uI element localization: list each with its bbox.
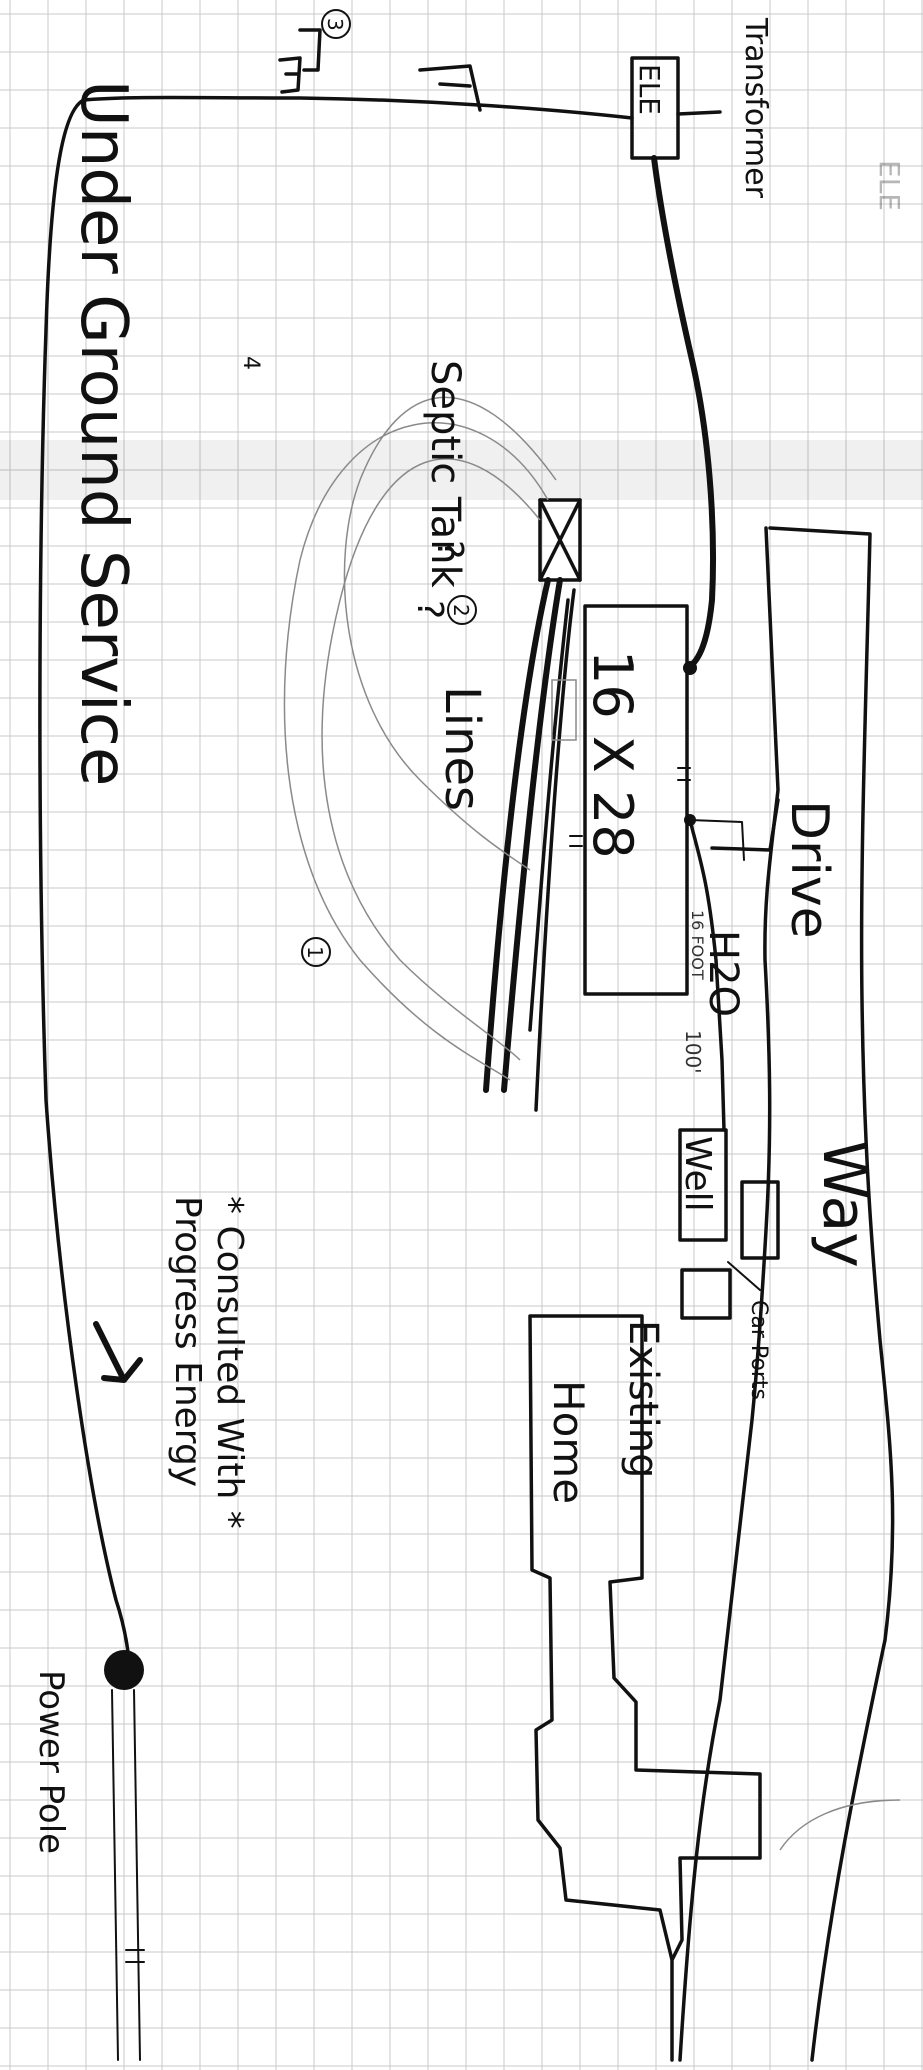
h2o-label: H2O xyxy=(700,930,746,1017)
circle-marker-1 xyxy=(301,937,331,967)
underground-service-line xyxy=(38,95,634,1682)
pencil-option-curve-3 xyxy=(343,396,557,871)
building-label: 16 X 28 xyxy=(581,650,644,859)
well-label: Well xyxy=(677,1136,718,1212)
distance-note: 100' xyxy=(681,1030,705,1074)
septic-mark-1: ? xyxy=(429,540,470,559)
existing-home-outline xyxy=(528,1314,762,2062)
pencil-option-curve-1 xyxy=(321,458,541,1061)
way-label: Way xyxy=(809,1140,879,1268)
water-line-branch xyxy=(689,819,745,861)
ele-label: ELE xyxy=(633,64,666,115)
drain-line-1 xyxy=(501,577,563,1093)
building-outline xyxy=(583,604,689,996)
drain-line-3 xyxy=(534,588,576,1112)
consulted-note-line2: Progress Energy xyxy=(167,1196,208,1487)
car-ports-label: Car Ports xyxy=(746,1300,771,1400)
circle-marker-2 xyxy=(447,595,477,625)
distribution-box xyxy=(551,679,577,741)
circle-3-label: 3 xyxy=(323,18,347,31)
pencil-option-curve-2 xyxy=(283,422,549,1081)
lines-label: Lines xyxy=(434,686,490,811)
number-4-label: 4 xyxy=(238,356,263,370)
septic-tank-x xyxy=(538,498,582,582)
corner-note: ELE xyxy=(873,160,906,211)
circle-marker-3 xyxy=(321,9,351,39)
water-connection-dot xyxy=(684,814,696,826)
septic-mark-2: ? xyxy=(409,600,450,619)
scan-shadow-band xyxy=(0,440,923,500)
driveway-outline xyxy=(768,526,895,2062)
driveway-branch xyxy=(710,798,780,852)
drain-line-2 xyxy=(483,577,551,1093)
circle-2-label: 2 xyxy=(449,604,473,617)
underground-service-label: Under Ground Service xyxy=(66,80,140,786)
water-line xyxy=(688,818,726,1132)
transformer-label: Transformer xyxy=(738,17,773,199)
circle-1-label: 1 xyxy=(303,946,327,959)
car-ports-pointer xyxy=(727,1261,761,1291)
power-pole-dot xyxy=(104,1650,144,1690)
driveway-inner-edge xyxy=(678,526,780,2062)
transformer-tick xyxy=(676,110,722,116)
meter-scribbles xyxy=(278,28,482,112)
drain-line-4 xyxy=(528,598,570,1032)
service-arrow-icon xyxy=(93,1321,143,1383)
car-port-box-1 xyxy=(740,1180,780,1260)
pencil-faint-arc xyxy=(779,1799,901,1851)
existing-label: Existing xyxy=(620,1320,666,1478)
transformer-to-building-line xyxy=(651,155,717,671)
consulted-note-line1: * Consulted With * xyxy=(209,1196,250,1529)
car-port-box-2 xyxy=(680,1268,732,1320)
building-connection-dot xyxy=(683,661,697,675)
drive-label: Drive xyxy=(779,800,839,939)
power-pole-label: Power Pole xyxy=(31,1670,71,1854)
tick-marks xyxy=(569,767,691,847)
septic-tank-label: Septic Tank xyxy=(422,360,468,589)
pole-lines xyxy=(111,1689,145,2061)
distance-note-2: 16 FOOT xyxy=(688,910,707,980)
well-box xyxy=(678,1128,728,1242)
home-label: Home xyxy=(544,1380,593,1504)
